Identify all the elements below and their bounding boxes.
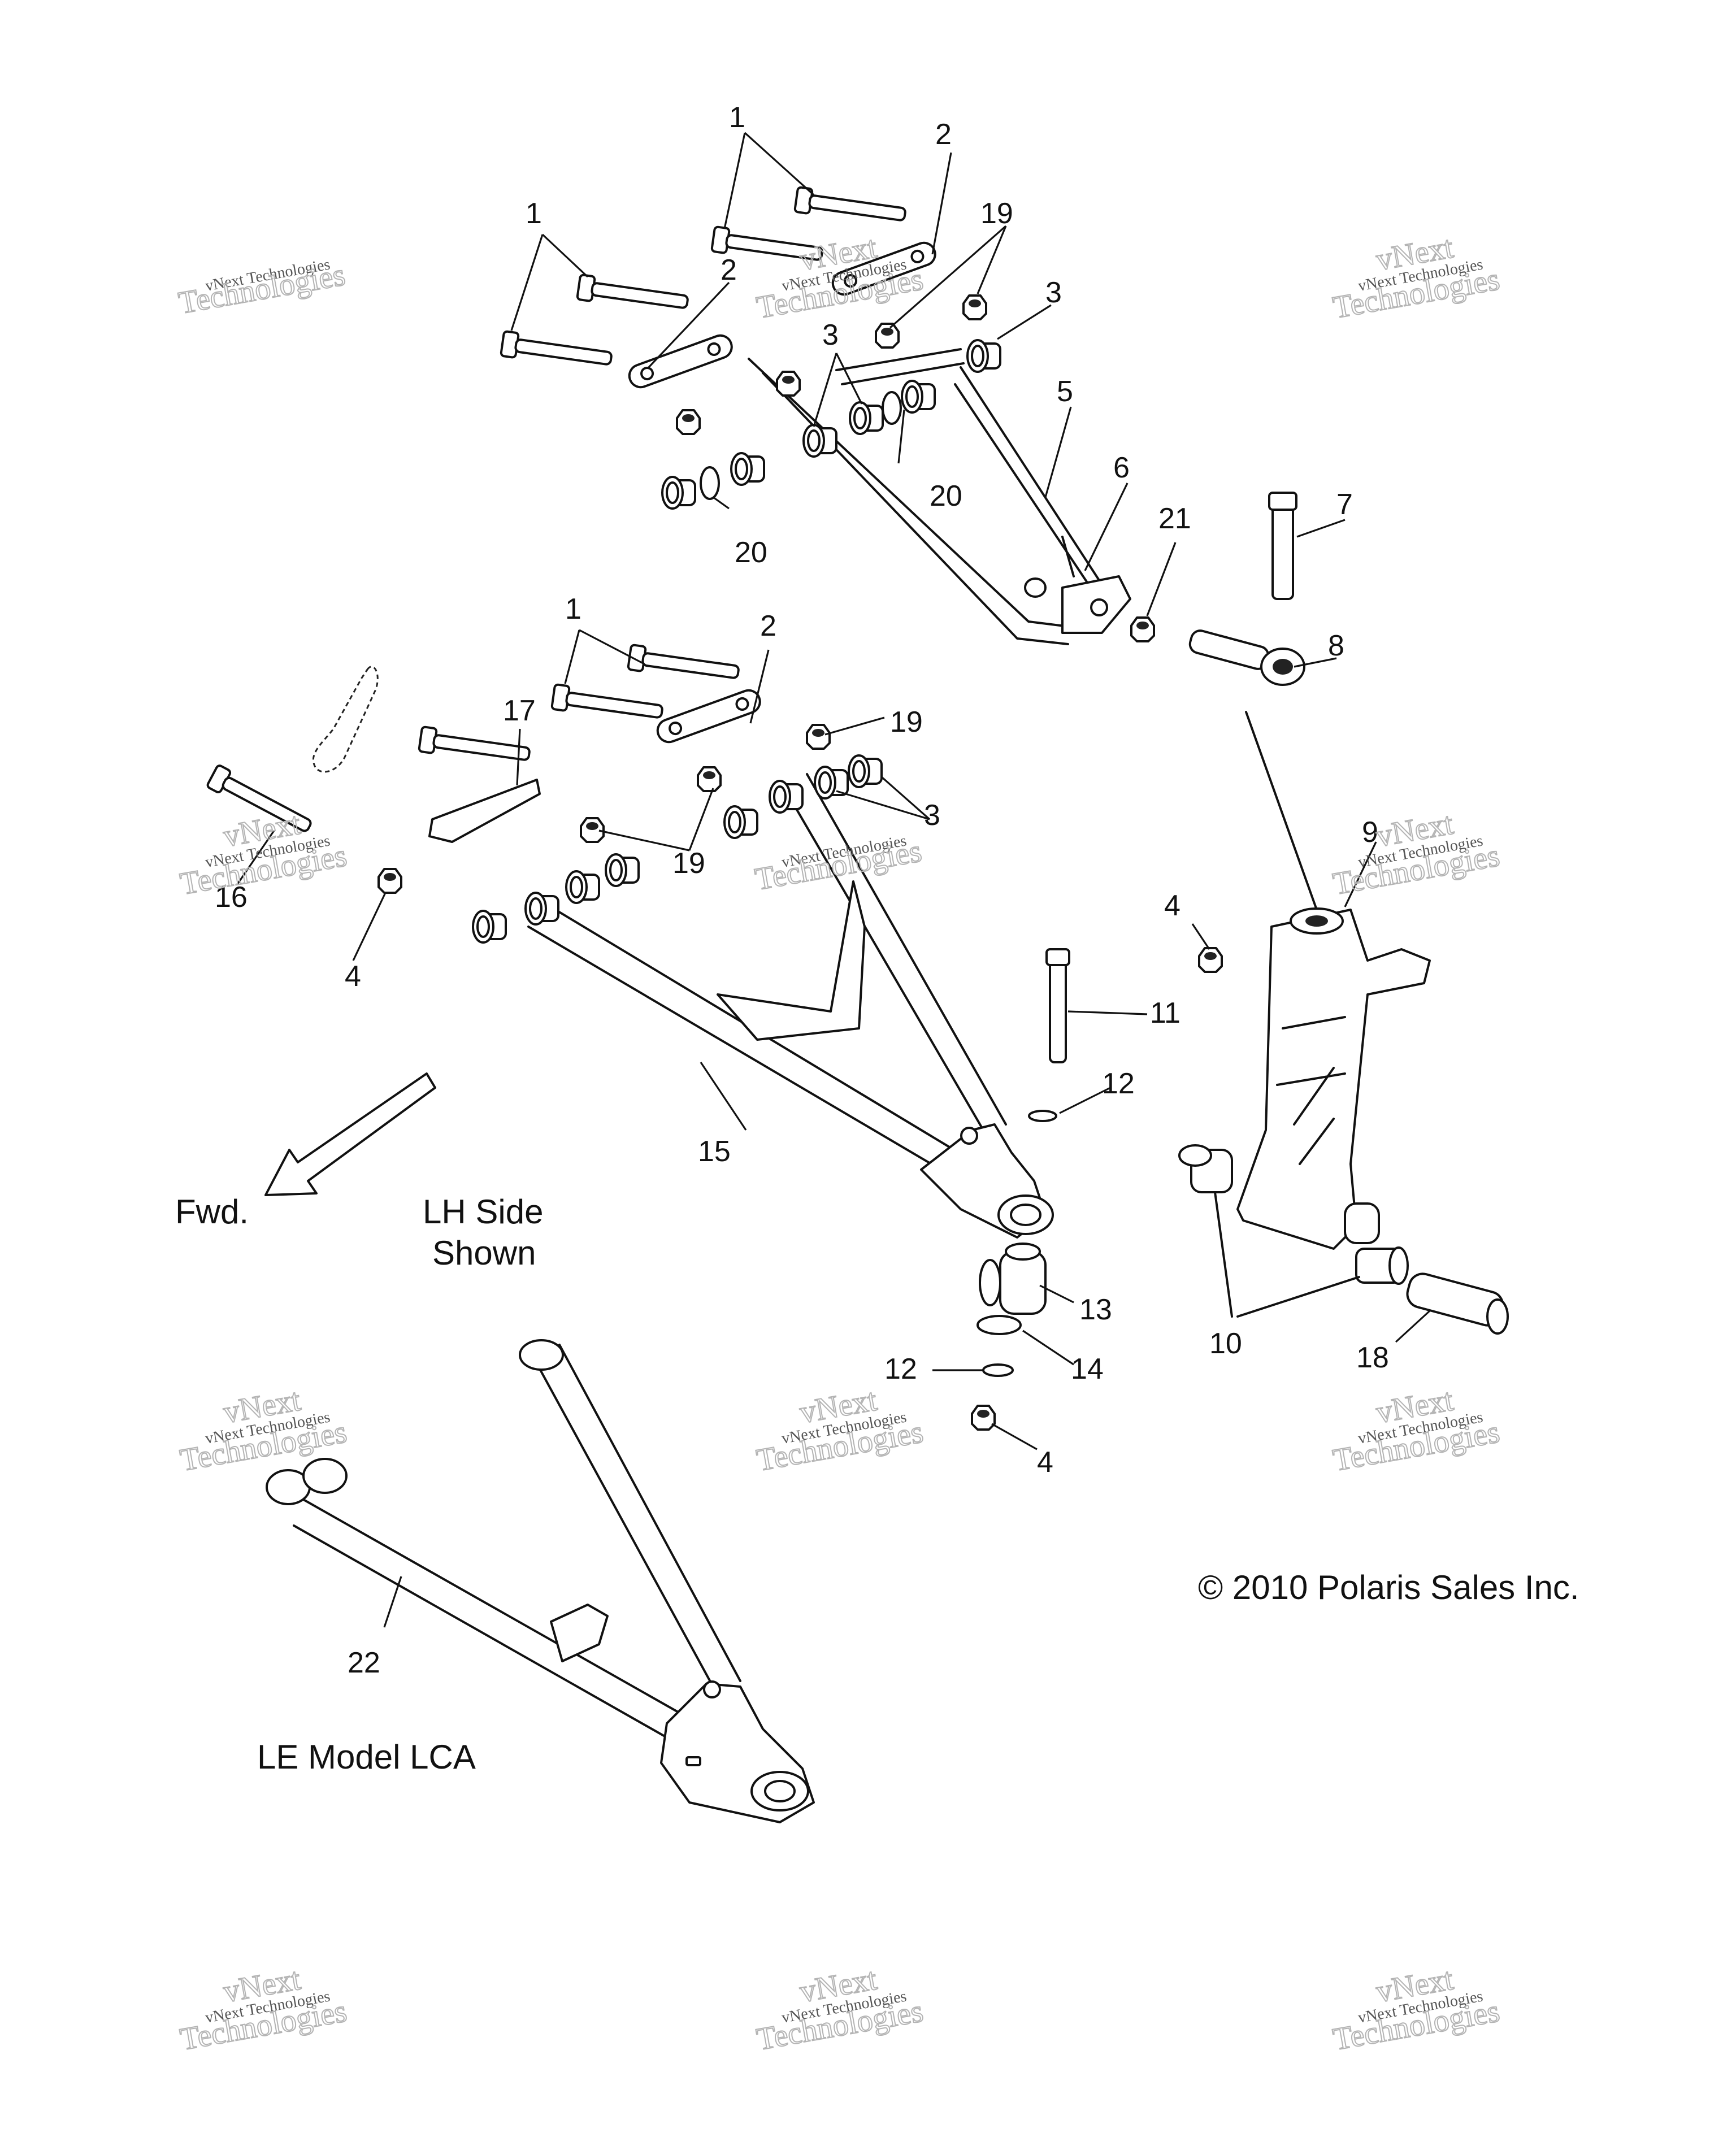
svg-text:Technologies: Technologies [176, 257, 348, 321]
callout-19-lower-mid: 19 [672, 847, 705, 880]
callout-22: 22 [348, 1647, 380, 1679]
upper-a-arm [748, 348, 1131, 645]
lower-bolts [207, 643, 1070, 1063]
callout-6: 6 [1113, 451, 1130, 484]
callout-4-knuckle: 4 [1164, 889, 1181, 922]
callout-2-lower: 2 [760, 610, 776, 642]
callout-18: 18 [1356, 1341, 1389, 1374]
copyright-text: © 2010 Polaris Sales Inc. [1198, 1569, 1579, 1606]
callout-20-right: 20 [930, 480, 962, 512]
callout-8: 8 [1328, 629, 1344, 662]
callout-3-lower: 3 [924, 799, 940, 832]
le-model-lca [266, 1339, 815, 1823]
callout-1-upper-left: 1 [526, 197, 542, 230]
callout-3-upper-mid: 3 [822, 319, 839, 351]
callout-1-upper-top: 1 [729, 101, 745, 134]
callout-19-lower-right: 19 [890, 706, 923, 738]
callout-11: 11 [1150, 997, 1181, 1029]
svg-text:Technologies: Technologies [752, 833, 924, 897]
callout-5: 5 [1057, 375, 1073, 408]
callout-12-upper: 12 [1102, 1067, 1135, 1100]
upper-bushings [661, 339, 1001, 510]
spindle-knuckle [1178, 907, 1509, 1335]
sway-link-dashed [312, 666, 379, 773]
lower-a-arm [527, 773, 1054, 1239]
lower-links [428, 686, 765, 843]
callout-14: 14 [1071, 1353, 1104, 1385]
callout-17: 17 [503, 694, 536, 727]
callout-4-bottom: 4 [1037, 1446, 1053, 1479]
callout-2-upper-left: 2 [721, 254, 737, 286]
callout-3-upper-right: 3 [1045, 276, 1062, 309]
forward-label: Fwd. [175, 1193, 249, 1231]
callout-10: 10 [1209, 1327, 1242, 1360]
callout-19-upper: 19 [980, 197, 1013, 230]
tie-rod-end [1188, 492, 1318, 911]
callout-2-upper-top: 2 [935, 118, 952, 151]
callouts: 1 1 1 2 2 2 3 3 3 4 4 4 5 6 7 8 9 10 11 … [215, 101, 1389, 1679]
callout-20-left: 20 [735, 536, 767, 569]
callout-21: 21 [1158, 502, 1191, 535]
callout-12-lower: 12 [884, 1353, 917, 1385]
callout-1-lower: 1 [565, 593, 581, 625]
forward-arrow-icon [264, 1072, 436, 1196]
side-label-shown: Shown [432, 1234, 536, 1272]
callout-4-lower-left: 4 [345, 960, 361, 993]
le-model-label: LE Model LCA [257, 1738, 476, 1776]
figure-labels: Fwd. LH Side Shown LE Model LCA © 2010 P… [175, 1193, 1579, 1776]
side-label: LH Side [423, 1193, 543, 1231]
callout-13: 13 [1079, 1293, 1112, 1326]
callout-7: 7 [1336, 488, 1353, 521]
callout-15: 15 [698, 1135, 731, 1168]
